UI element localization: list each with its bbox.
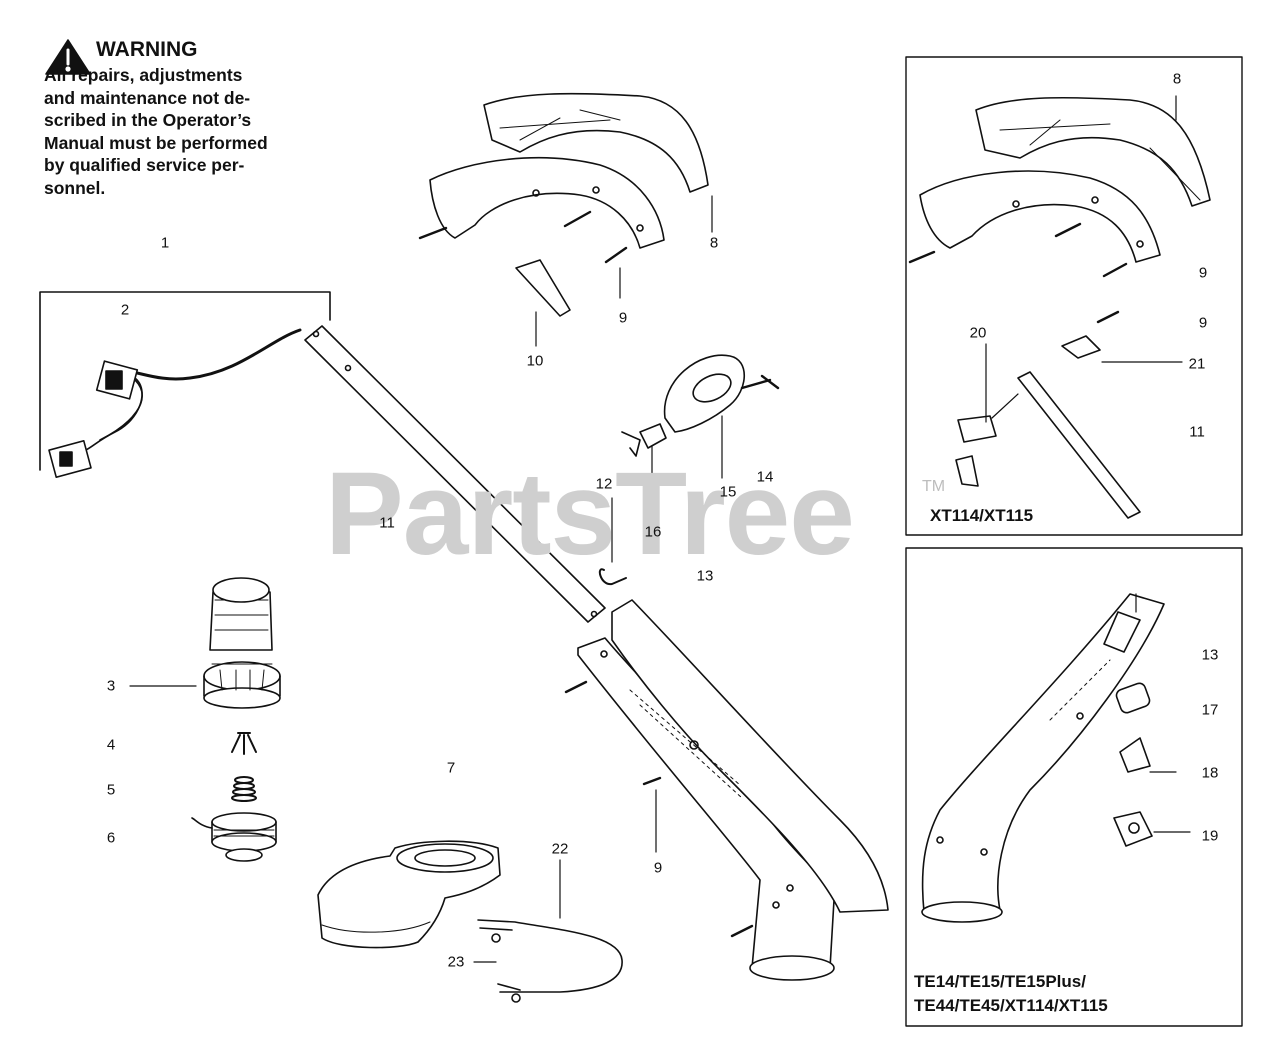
- callout-22: 22: [551, 840, 569, 858]
- warning-body: All repairs, adjustments and maintenance…: [44, 65, 268, 198]
- callout-4: 4: [106, 736, 116, 754]
- callout-box2-13: 13: [1201, 646, 1219, 664]
- callout-box1-8: 8: [1172, 70, 1182, 88]
- callout-box1-9b: 9: [1198, 314, 1208, 332]
- model-label-te-line1: TE14/TE15/TE15Plus/: [914, 972, 1086, 991]
- callout-box2-19: 19: [1201, 827, 1219, 845]
- callout-3: 3: [106, 677, 116, 695]
- part-22-23-wire: [477, 919, 623, 1003]
- callout-23: 23: [447, 953, 465, 971]
- callout-2: 2: [120, 301, 130, 319]
- callout-7: 7: [446, 759, 456, 777]
- part-6-spool: [191, 812, 277, 862]
- model-box-te: [905, 547, 1243, 1027]
- callout-5: 5: [106, 781, 116, 799]
- callout-14: 14: [756, 468, 774, 486]
- callout-9: 9: [618, 309, 628, 327]
- part-8-handle-top: [418, 92, 709, 317]
- callout-13: 13: [696, 567, 714, 585]
- callout-box1-20: 20: [969, 324, 987, 342]
- watermark-trademark: TM: [922, 478, 946, 495]
- part-15-16-assist-handle: [621, 354, 780, 457]
- callout-box2-18: 18: [1201, 764, 1219, 782]
- callout-6: 6: [106, 829, 116, 847]
- callout-9-lower: 9: [653, 859, 663, 877]
- callout-8: 8: [709, 234, 719, 252]
- part-5-spring: [231, 776, 257, 802]
- callout-10: 10: [526, 352, 544, 370]
- box1-handle: [908, 95, 1211, 519]
- callout-box2-17: 17: [1201, 701, 1219, 719]
- model-label-te-line2: TE44/TE45/XT114/XT115: [914, 996, 1108, 1015]
- callout-11: 11: [379, 514, 395, 532]
- callout-box1-21: 21: [1188, 355, 1206, 373]
- callout-15: 15: [719, 483, 737, 501]
- warning-triangle-icon: [45, 39, 91, 75]
- leader-lines: [129, 195, 723, 963]
- callout-16: 16: [644, 523, 662, 541]
- callout-box1-9a: 9: [1198, 264, 1208, 282]
- callout-1: 1: [160, 234, 170, 252]
- part-2-switch: [48, 328, 302, 478]
- model-label-xt114: XT114/XT115: [930, 506, 1034, 525]
- part-4-nut: [231, 732, 257, 755]
- callout-12: 12: [595, 475, 613, 493]
- model-box-xt114: [905, 56, 1243, 536]
- part-11-tube: [304, 325, 606, 623]
- warning-note: WARNING All repairs, adjustments and mai…: [44, 38, 306, 200]
- warning-title: WARNING: [96, 38, 198, 61]
- part-12-clip: [598, 568, 627, 586]
- part-7-guard: [317, 840, 501, 949]
- part-3-motor: [203, 577, 281, 709]
- watermark-text: PartsTree: [325, 448, 855, 580]
- box2-housing: [921, 593, 1191, 923]
- callout-box1-11: 11: [1189, 423, 1205, 441]
- part-1-bracket: [39, 291, 331, 471]
- lower-housing: [564, 599, 889, 981]
